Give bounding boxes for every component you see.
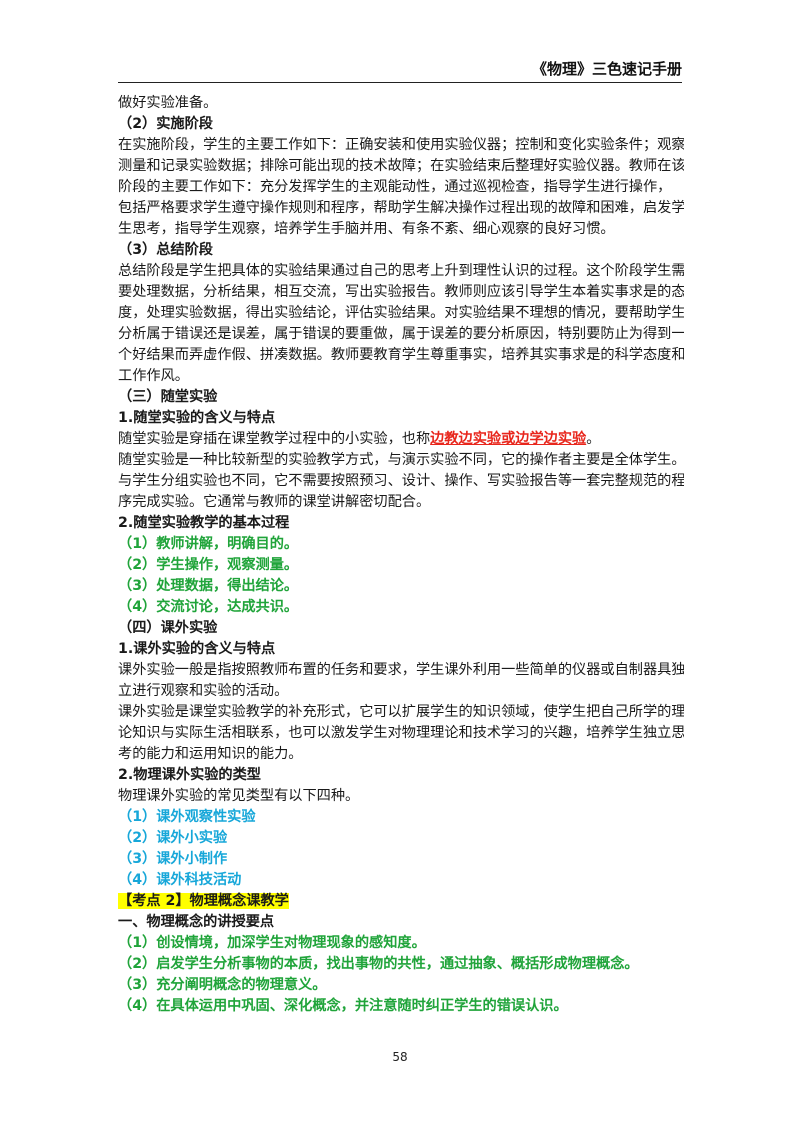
list-item-green: （1）教师讲解，明确目的。 — [118, 536, 299, 552]
paragraph-line: 分析属于错误还是误差，属于错误的要重做，属于误差的要分析原因，特别要防止为得到一 — [118, 326, 684, 342]
subsection-heading: （2）实施阶段 — [118, 116, 213, 132]
paragraph-line: 要处理数据，分析结果，相互交流，写出实验报告。教师则应该引导学生本着实事求是的态 — [118, 284, 684, 300]
subsection-heading: 2.随堂实验教学的基本过程 — [118, 515, 290, 531]
highlighted-heading: 【考点 2】物理概念课教学 — [118, 893, 289, 909]
section-heading: （三）随堂实验 — [118, 389, 218, 405]
list-item-green: （1）创设情境，加深学生对物理现象的感知度。 — [118, 935, 426, 951]
paragraph-line: 课外实验一般是指按照教师布置的任务和要求，学生课外利用一些简单的仪器或自制器具独 — [118, 662, 684, 678]
page-content: 做好实验准备。 （2）实施阶段 在实施阶段，学生的主要工作如下：正确安装和使用实… — [118, 93, 684, 1017]
subsection-heading: 1.随堂实验的含义与特点 — [118, 410, 276, 426]
paragraph-line: 个好结果而弄虚作假、拼凑数据。教师要教育学生尊重事实，培养其实事求是的科学态度和 — [118, 347, 684, 363]
paragraph-line: 度，处理实验数据，得出实验结论，评估实验结果。对实验结果不理想的情况，要帮助学生 — [118, 305, 684, 321]
paragraph-line: 工作作风。 — [118, 368, 189, 384]
list-item-green: （2）学生操作，观察测量。 — [118, 557, 299, 573]
paragraph-line: 序完成实验。它通常与教师的课堂讲解密切配合。 — [118, 494, 431, 510]
paragraph-line: 课外实验是课堂实验教学的补充形式，它可以扩展学生的知识领域，使学生把自己所学的理 — [118, 704, 684, 720]
list-item-green: （4）交流讨论，达成共识。 — [118, 599, 299, 615]
list-item-cyan: （1）课外观察性实验 — [118, 809, 256, 825]
page-number: 58 — [392, 1050, 408, 1064]
paragraph-line: 测量和记录实验数据；排除可能出现的技术故障；在实验结束后整理好实验仪器。教师在该 — [118, 158, 684, 174]
paragraph-line: 立进行观察和实验的活动。 — [118, 683, 289, 699]
list-item-green: （2）启发学生分析事物的本质，找出事物的共性，通过抽象、概括形成物理概念。 — [118, 956, 639, 972]
section-heading: （四）课外实验 — [118, 620, 218, 636]
list-item-cyan: （3）课外小制作 — [118, 851, 228, 867]
page-header: 《物理》三色速记手册 — [118, 56, 682, 83]
header-title: 《物理》三色速记手册 — [531, 60, 682, 78]
list-item-cyan: （2）课外小实验 — [118, 830, 228, 846]
subsection-heading: 1.课外实验的含义与特点 — [118, 641, 276, 657]
paragraph-line: 阶段的主要工作如下：充分发挥学生的主观能动性，通过巡视检查，指导学生进行操作， — [118, 179, 672, 195]
exam-point-heading: 【考点 2】物理概念课教学 — [118, 891, 684, 912]
text-run: 随堂实验是穿插在课堂教学过程中的小实验，也称 — [118, 431, 431, 447]
paragraph-line: 考的能力和运用知识的能力。 — [118, 746, 303, 762]
paragraph-line: 在实施阶段，学生的主要工作如下：正确安装和使用实验仪器；控制和变化实验条件；观察… — [118, 137, 684, 153]
text-run: 。 — [586, 431, 601, 447]
subsection-heading: （3）总结阶段 — [118, 242, 213, 258]
paragraph-line: 总结阶段是学生把具体的实验结果通过自己的思考上升到理性认识的过程。这个阶段学生需 — [118, 263, 684, 279]
list-item-green: （3）处理数据，得出结论。 — [118, 578, 299, 594]
paragraph-line: 包括严格要求学生遵守操作规则和程序，帮助学生解决操作过程出现的故障和困难，启发学 — [118, 200, 684, 216]
paragraph-line: 物理课外实验的常见类型有以下四种。 — [118, 788, 360, 804]
section-heading: 一、物理概念的讲授要点 — [118, 914, 275, 930]
paragraph-line: 随堂实验是穿插在课堂教学过程中的小实验，也称边教边实验或边学边实验。 — [118, 429, 684, 450]
paragraph-line: 与学生分组实验也不同，它不需要按照预习、设计、操作、写实验报告等一套完整规范的程 — [118, 473, 684, 489]
subsection-heading: 2.物理课外实验的类型 — [118, 767, 261, 783]
key-term-red: 边教边实验或边学边实验 — [430, 431, 587, 447]
paragraph-line: 随堂实验是一种比较新型的实验教学方式，与演示实验不同，它的操作者主要是全体学生。 — [118, 452, 684, 468]
list-item-green: （3）充分阐明概念的物理意义。 — [118, 977, 327, 993]
paragraph-line: 做好实验准备。 — [118, 95, 218, 111]
paragraph-line: 论知识与实际生活相联系，也可以激发学生对物理理论和技术学习的兴趣，培养学生独立思 — [118, 725, 684, 741]
list-item-cyan: （4）课外科技活动 — [118, 872, 242, 888]
list-item-green: （4）在具体运用中巩固、深化概念，并注意随时纠正学生的错误认识。 — [118, 998, 568, 1014]
paragraph-line: 生思考，指导学生观察，培养学生手脑并用、有条不紊、细心观察的良好习惯。 — [118, 221, 615, 237]
